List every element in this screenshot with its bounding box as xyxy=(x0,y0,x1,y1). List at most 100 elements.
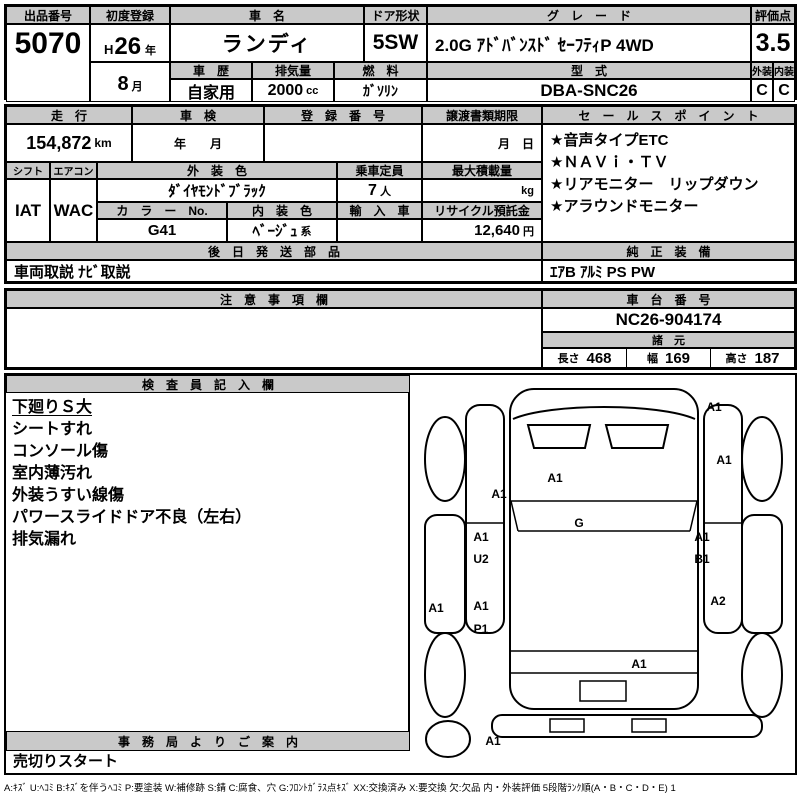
car-name-value: ランディ xyxy=(170,24,364,62)
interior-grade-label: 内装 xyxy=(773,62,795,79)
inspection-value: 年 月 xyxy=(132,124,264,162)
color-no-value: G41 xyxy=(97,219,227,242)
damage-marker: P1 xyxy=(473,622,489,636)
first-registration-label: 初度登録 xyxy=(90,6,170,24)
office-label: 事 務 局 よ り ご 案 内 xyxy=(6,731,410,751)
inspector-note: 排気漏れ xyxy=(12,531,77,548)
capacity-label: 乗車定員 xyxy=(337,162,422,179)
genuine-equipment-value: ｴｱB ｱﾙﾐ PS PW xyxy=(542,260,795,282)
score-label: 評価点 xyxy=(751,6,795,24)
inspector-note: シートすれ xyxy=(12,421,93,438)
grade-label: グ レ ー ド xyxy=(427,6,751,24)
exterior-grade-label: 外装 xyxy=(751,62,773,79)
later-shipping-value: 車両取説 ﾅﾋﾞ取説 xyxy=(6,260,542,282)
shift-label: シフト xyxy=(6,162,50,179)
month-value: 8 xyxy=(117,73,129,95)
registration-no-value xyxy=(264,124,422,162)
damage-marker: A1 xyxy=(473,599,489,613)
sales-points-list: ★音声タイプETC★ＮＡＶｉ・ＴＶ★リアモニター リップダウン★アラウンドモニタ… xyxy=(542,124,795,242)
inspector-note: コンソール傷 xyxy=(12,443,109,460)
capacity-number: 7 xyxy=(368,181,377,199)
auction-no-label: 出品番号 xyxy=(6,6,90,24)
sales-point-item: ★音声タイプETC xyxy=(550,132,669,149)
history-value: 自家用 xyxy=(170,79,252,102)
max-load-label: 最大積載量 xyxy=(422,162,542,179)
inspector-note: 下廻りＳ大 xyxy=(12,399,93,416)
inspector-note: パワースライドドア不良（左右） xyxy=(12,509,252,526)
damage-marker: B1 xyxy=(694,552,710,566)
damage-marker: A1 xyxy=(491,487,507,501)
score-value: 3.5 xyxy=(751,24,795,62)
history-label: 車 歴 xyxy=(170,62,252,79)
later-shipping-label: 後 日 発 送 部 品 xyxy=(6,242,542,260)
damage-marker: U2 xyxy=(473,552,489,566)
damage-marker: G xyxy=(574,516,584,530)
caution-value xyxy=(6,308,542,368)
import-label: 輸 入 車 xyxy=(337,202,422,219)
year-unit: 年 xyxy=(145,45,157,57)
sales-point-item: ★リアモニター リップダウン xyxy=(550,176,759,193)
transfer-deadline-value: 月 日 xyxy=(422,124,542,162)
fuel-label: 燃 料 xyxy=(334,62,427,79)
import-value xyxy=(337,219,422,242)
door-shape-value: 5SW xyxy=(364,24,427,62)
fuel-value: ｶﾞｿﾘﾝ xyxy=(334,79,427,102)
interior-grade-value: C xyxy=(773,79,795,102)
exterior-color-value: ﾀﾞｲﾔﾓﾝﾄﾞﾌﾞﾗｯｸ xyxy=(97,179,337,202)
inspector-notes: 下廻りＳ大シートすれコンソール傷室内薄汚れ外装うすい線傷パワースライドドア不良（… xyxy=(12,397,406,551)
caution-label: 注 意 事 項 欄 xyxy=(6,290,542,308)
displacement-number: 2000 xyxy=(267,81,304,99)
damage-marker: A1 xyxy=(631,657,647,671)
dimension-cell: 高さ 187 xyxy=(710,349,794,367)
dimension-label: 高さ xyxy=(725,353,748,365)
dimension-value: 169 xyxy=(664,349,691,367)
exterior-grade-value: C xyxy=(751,79,773,102)
exterior-color-label: 外 装 色 xyxy=(97,162,337,179)
model-label: 型 式 xyxy=(427,62,751,79)
registration-no-label: 登 録 番 号 xyxy=(264,106,422,124)
interior-color-unit: 系 xyxy=(300,225,312,238)
damage-marker: A1 xyxy=(547,471,563,485)
inspection-label: 車 検 xyxy=(132,106,264,124)
damage-marker: A1 xyxy=(694,530,710,544)
shift-value: IAT xyxy=(6,179,50,242)
color-no-label: カ ラ ー No. xyxy=(97,202,227,219)
door-shape-label: ドア形状 xyxy=(364,6,427,24)
max-load-value: kg xyxy=(422,179,542,202)
damage-marker: A1 xyxy=(428,601,444,615)
dimension-label: 長さ xyxy=(557,353,580,365)
era-prefix: H xyxy=(103,42,114,57)
car-name-label: 車 名 xyxy=(170,6,364,24)
transfer-deadline-label: 譲渡書類期限 xyxy=(422,106,542,124)
recycle-deposit-label: リサイクル預託金 xyxy=(422,202,542,219)
inspector-label: 検 査 員 記 入 欄 xyxy=(6,375,410,393)
damage-marker: A1 xyxy=(485,734,501,748)
displacement-unit: cc xyxy=(306,84,319,97)
aircon-value: WAC xyxy=(50,179,97,242)
chassis-no-label: 車 台 番 号 xyxy=(542,290,795,308)
chassis-no-value: NC26-904174 xyxy=(542,308,795,332)
auction-no-value: 5070 xyxy=(6,24,90,102)
damage-marker: A1 xyxy=(706,400,722,414)
inspector-diagram-table: 検 査 員 記 入 欄 下廻りＳ大シートすれコンソール傷室内薄汚れ外装うすい線傷… xyxy=(4,373,797,775)
dimension-value: 187 xyxy=(754,349,780,367)
damage-marker: A1 xyxy=(716,453,732,467)
era-year: 26 xyxy=(114,33,142,60)
interior-color-name: ﾍﾞｰｼﾞｭ xyxy=(252,223,298,240)
capacity-unit: 人 xyxy=(379,185,391,198)
aircon-label: エアコン xyxy=(50,162,97,179)
inspector-note: 外装うすい線傷 xyxy=(12,487,125,504)
